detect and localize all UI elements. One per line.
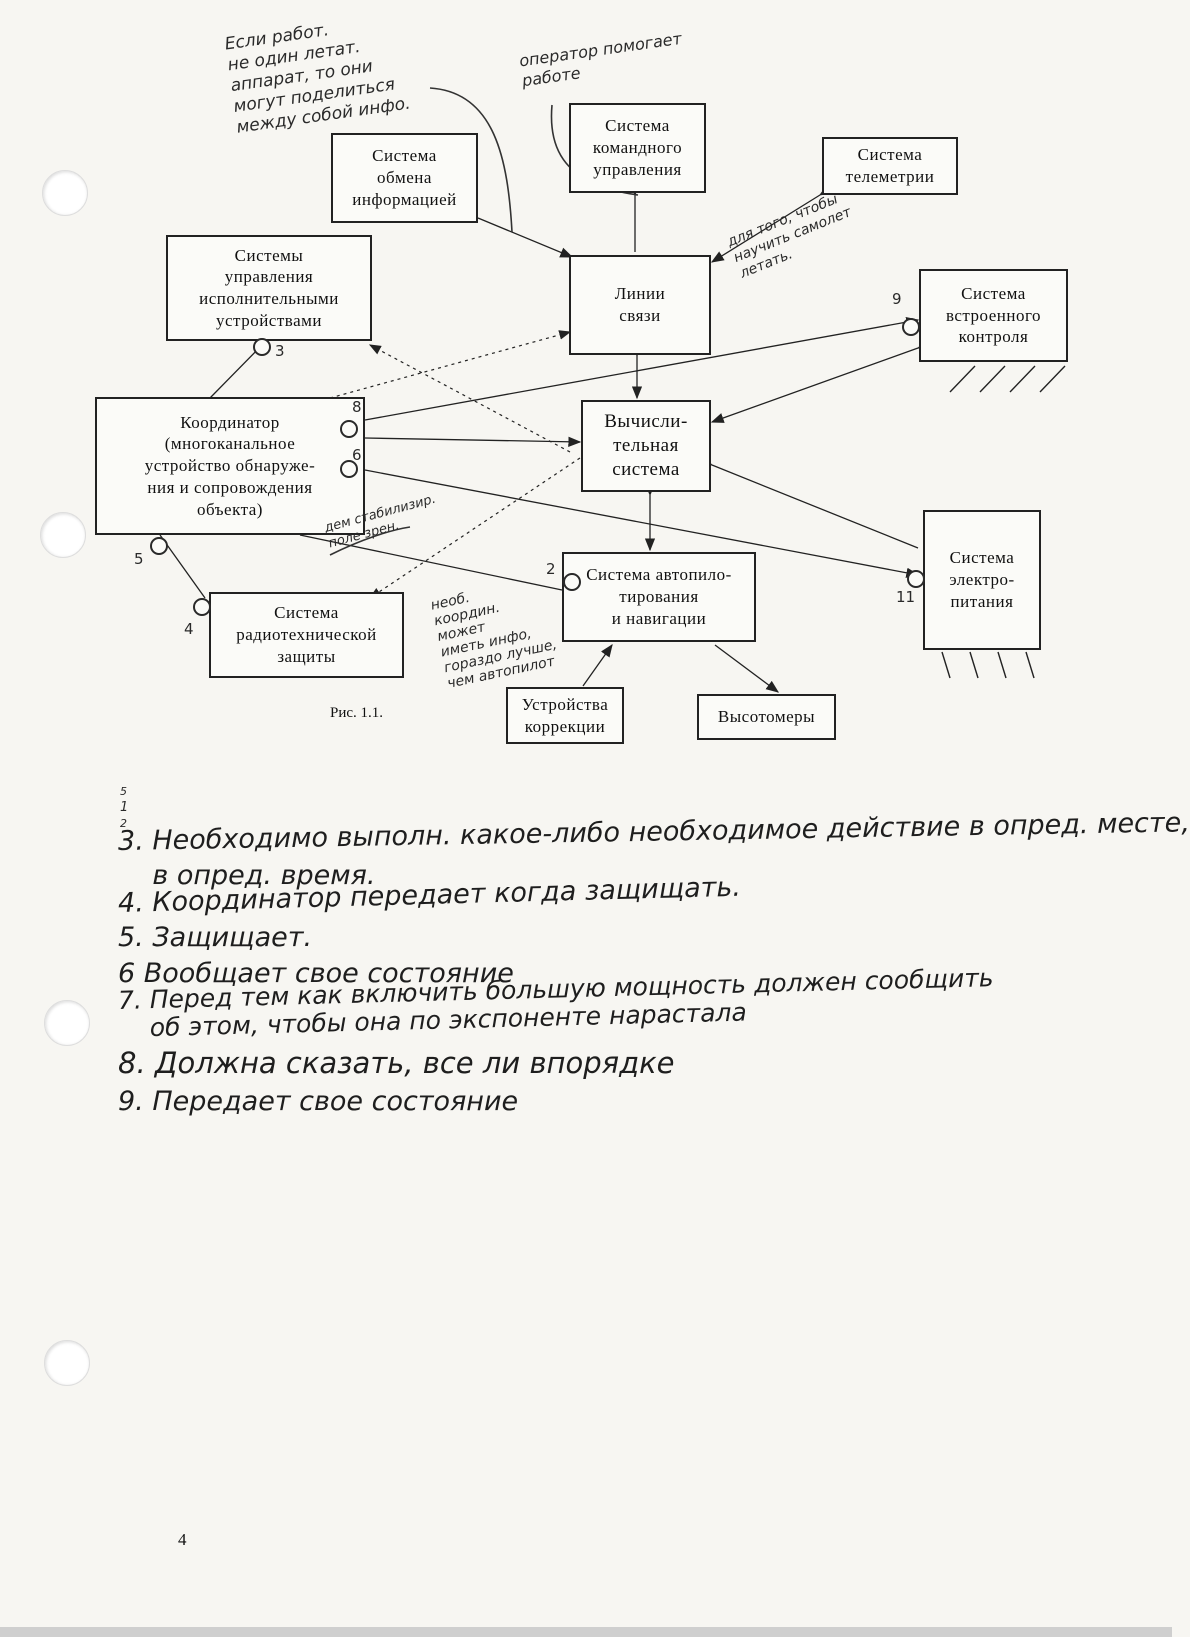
marker-label: 3 [275,342,285,360]
node-autopilot: Система автопило- тирования и навигации [562,552,756,642]
punch-hole-bottom [44,1340,90,1386]
node-telemetry: Система телеметрии [822,137,958,195]
link-correction-autopilot [582,643,613,687]
punch-hole-lower-mid [44,1000,90,1046]
link-coord-power [364,469,920,578]
node-builtin-control: Система встроенного контроля [919,269,1068,362]
marker-circle [907,570,925,588]
node-altimeters: Высотомеры [697,694,836,740]
marker-circle [340,460,358,478]
marker-label: 2 [546,560,556,578]
link-computing-radio-dashed [369,457,581,599]
link-builtin-computing [710,339,931,423]
link-coord-computing [364,436,582,447]
power-output-arrows [941,651,1035,679]
handwritten-note-line: 6 Вообщает свое состояние [118,958,514,989]
punch-hole-upper-mid [40,512,86,558]
marker-label: 6 [352,446,362,464]
link-autopilot-altimeters [714,644,780,693]
link-comm-actuators-dashed [368,344,571,453]
node-actuators: Системы управления исполнительными устро… [166,235,372,341]
node-correction: Устройства коррекции [506,687,624,744]
node-command-control: Система командного управления [569,103,706,193]
marker-label: 5 [134,550,144,568]
handwritten-small-number: 5 [120,785,127,798]
handwritten-note-line: 5. Защищает. [118,922,313,953]
node-radio-protection: Система радиотехнической защиты [209,592,404,678]
link-coord-builtin [364,316,920,421]
node-power: Система электро- питания [923,510,1041,650]
link-coord-autopilot [299,534,563,591]
handwritten-small-number: 1 [120,800,129,815]
marker-circle [150,537,168,555]
marker-label: 4 [184,620,194,638]
node-info-exchange: Система обмена информацией [331,133,478,223]
builtin-input-arrows [949,365,1066,393]
marker-label: 11 [896,588,916,606]
marker-circle [253,338,271,356]
punch-hole-top [42,170,88,216]
marker-label: 8 [352,398,362,416]
page-number: 4 [178,1530,187,1549]
handwritten-note-line: 9. Передает свое состояние [118,1086,519,1117]
node-coordinator: Координатор (многоканальное устройство о… [95,397,365,535]
marker-circle [902,318,920,336]
link-coord-actuators [209,344,263,399]
node-comm-lines: Линии связи [569,255,711,355]
marker-circle [193,598,211,616]
marker-circle [340,420,358,438]
figure-caption: Рис. 1.1. [330,705,384,721]
marker-label: 9 [892,290,902,308]
handwritten-small-number: 2 [120,817,127,830]
link-info-comm [477,217,574,258]
handwritten-note-line: в опред. время. [118,860,376,891]
marker-circle [563,573,581,591]
handwritten-note-line: 8. Должна сказать, все ли впорядке [118,1046,675,1080]
link-computing-power [699,455,919,549]
node-computing: Вычисли- тельная система [581,400,711,492]
link-telemetry-comm [710,184,833,263]
scan-bottom-edge [0,1627,1172,1637]
